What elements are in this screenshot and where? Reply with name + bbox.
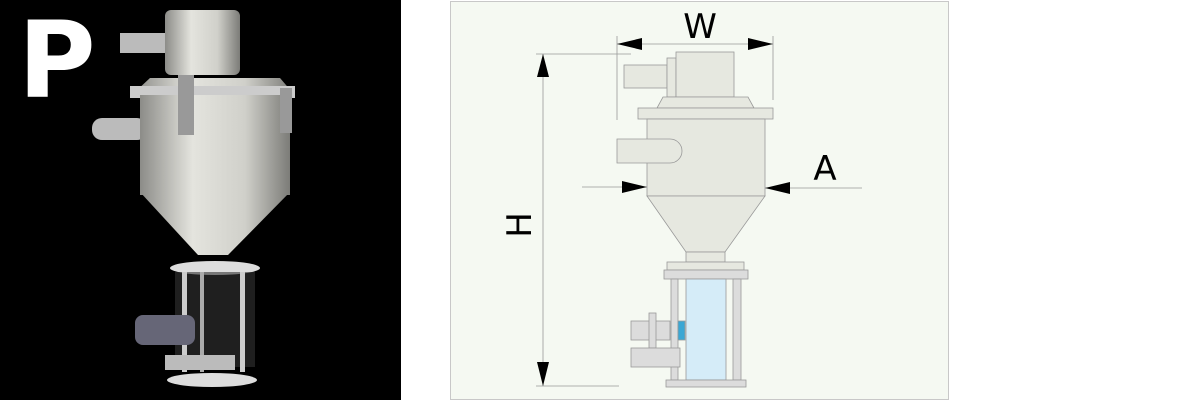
arrow-w-left bbox=[617, 38, 642, 50]
arrow-h-top bbox=[537, 54, 549, 77]
hopper-loader-photo bbox=[92, 10, 295, 387]
arrow-a-right bbox=[765, 182, 790, 194]
model-letter: P bbox=[18, 0, 96, 122]
height-label: H bbox=[500, 212, 540, 238]
hopper-schematic: W A H bbox=[500, 7, 862, 388]
arrow-a-left bbox=[622, 181, 647, 193]
width-label: W bbox=[683, 7, 717, 47]
arrow-w-right bbox=[748, 38, 773, 50]
dimension-diagram: W A H bbox=[450, 1, 949, 400]
machine-outline bbox=[616, 51, 774, 271]
dimension-lines bbox=[536, 36, 862, 387]
product-photo: P bbox=[0, 0, 401, 400]
sensor bbox=[677, 320, 686, 341]
receiver-frame bbox=[630, 269, 749, 388]
arrow-h-bottom bbox=[537, 362, 549, 386]
diameter-label: A bbox=[813, 149, 836, 189]
